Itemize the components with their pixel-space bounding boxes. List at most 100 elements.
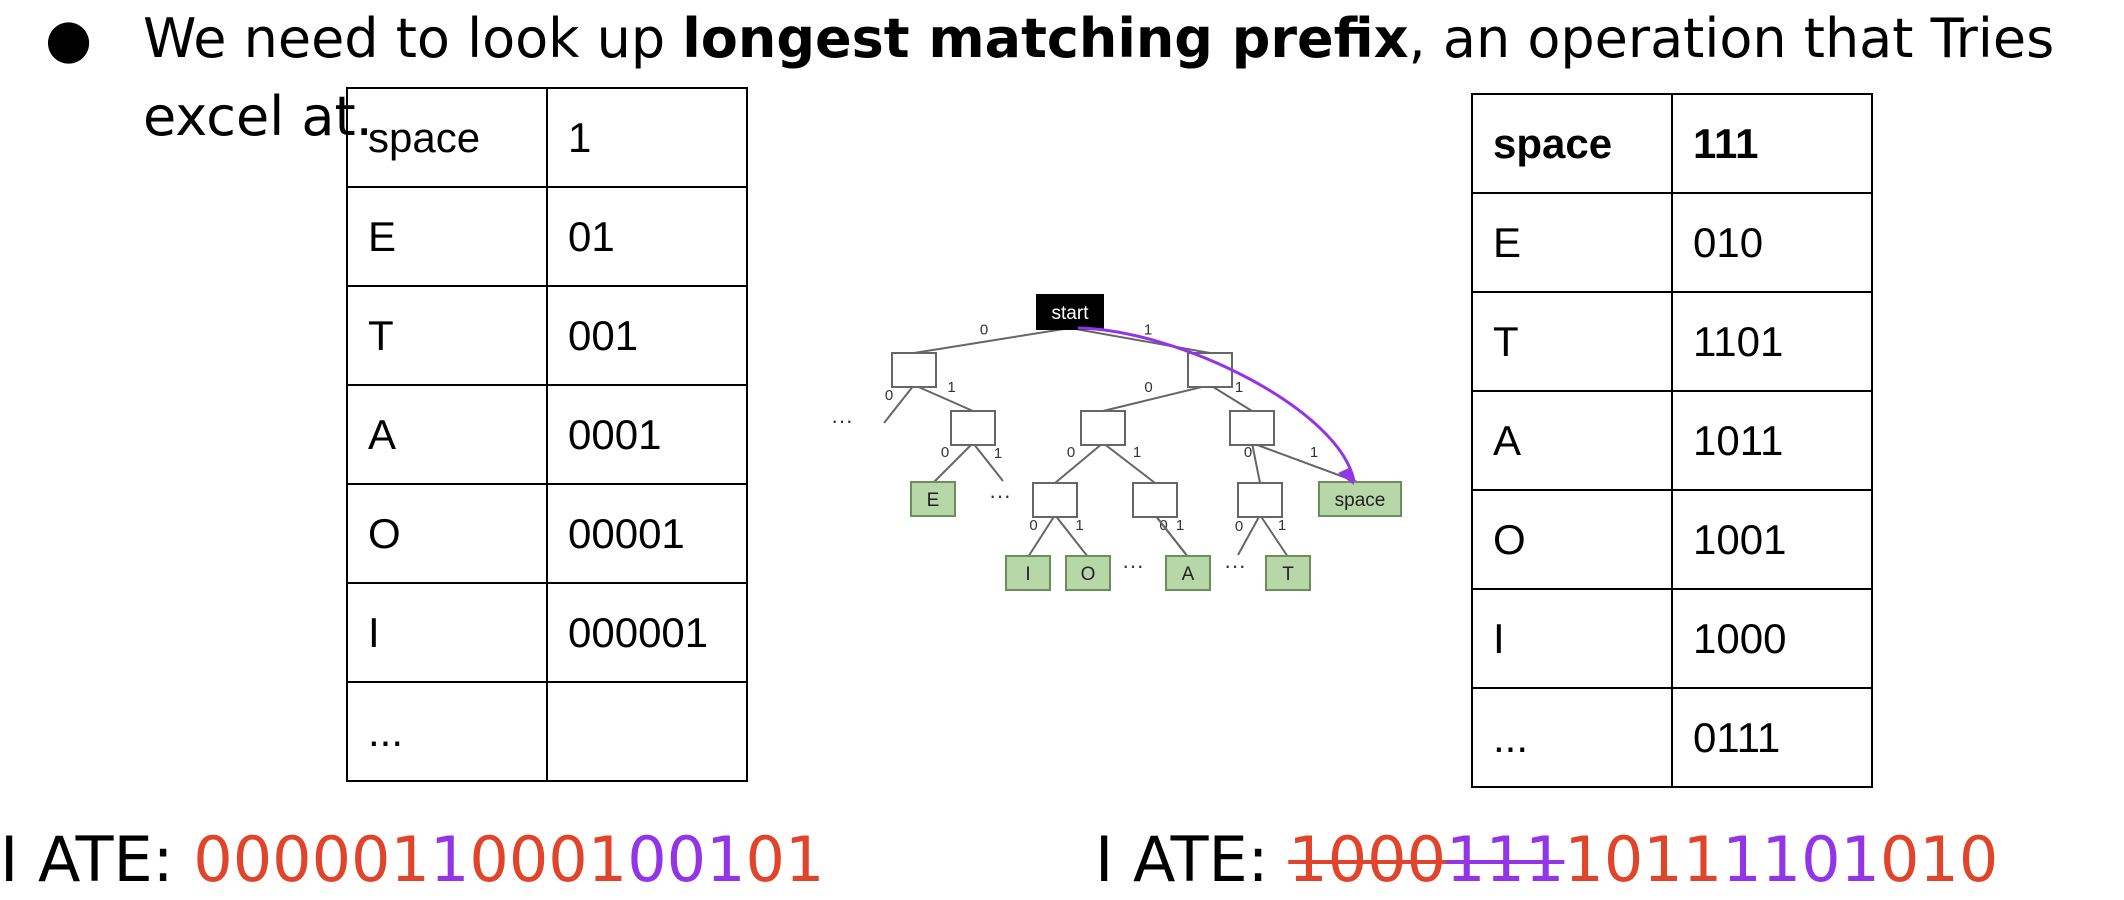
table-right-symbol-cell: I [1471, 588, 1673, 689]
trie-edge [1102, 442, 1156, 484]
encoding-left-bits: 0000011000100101 [193, 823, 824, 896]
trie-leaf-node [1318, 481, 1402, 517]
table-right-symbol-cell: A [1471, 390, 1673, 491]
trie-leaf-label: O [1081, 564, 1096, 585]
trie-edge [932, 442, 974, 484]
trie-highlight-arrowhead [1338, 467, 1354, 485]
trie-root-label: start [1052, 303, 1090, 324]
table-left-row: ... [346, 681, 748, 782]
table-left-code-cell: 001 [546, 285, 748, 386]
trie-edge [1209, 384, 1253, 412]
trie-edge [1259, 514, 1289, 558]
trie-internal-node [950, 410, 996, 446]
encoding-left-segment: 000001 [193, 823, 430, 896]
trie-edge-label: 1 [1278, 517, 1286, 534]
trie-ellipsis: ··· [1122, 553, 1144, 578]
trie-edge [883, 384, 915, 424]
trie-internal-node [1229, 410, 1275, 446]
encoding-right-segment: 111 [1446, 823, 1565, 896]
table-right-symbol-cell: ... [1471, 687, 1673, 788]
table-left-code-cell: 0001 [546, 384, 748, 485]
table-left-symbol-cell: A [346, 384, 548, 485]
table-right-symbol-cell: E [1471, 192, 1673, 293]
trie-leaf-node [1065, 555, 1111, 591]
trie-internal-node [1080, 410, 1126, 446]
table-left-code-cell: 00001 [546, 483, 748, 584]
trie-edge [1054, 442, 1104, 484]
table-right-code-cell: 1001 [1671, 489, 1873, 590]
trie-edge-label: 0 [1067, 444, 1075, 461]
trie-edge-label: 1 [1144, 322, 1152, 339]
table-left-symbol-cell: E [346, 186, 548, 287]
trie-leaf-label: space [1335, 490, 1386, 511]
trie-edge-label: 0 [980, 322, 988, 339]
trie-leaf-node [1165, 555, 1211, 591]
trie-edge [1251, 442, 1261, 484]
trie-edge-label: 1 [1176, 517, 1184, 534]
trie-ellipsis: ··· [989, 483, 1011, 508]
table-right-code-cell: 1000 [1671, 588, 1873, 689]
trie-edge [1154, 514, 1186, 554]
table-right-code-cell: 1011 [1671, 390, 1873, 491]
trie-edge-label: 1 [994, 445, 1002, 462]
trie-diagram: 011010010101010110············startEspac… [831, 294, 1402, 591]
bullet-dot-icon: ● [45, 7, 93, 70]
trie-edge [972, 442, 1004, 482]
bullet-text-prefix: We need to look up [143, 7, 683, 70]
encoding-left-label: I ATE: [0, 823, 194, 896]
table-left-symbol-cell: O [346, 483, 548, 584]
table-left-code-cell: 000001 [546, 582, 748, 683]
bullet-text: We need to look up longest matching pref… [143, 0, 2123, 156]
trie-leaf-label: T [1282, 564, 1294, 585]
trie-leaf-node [1005, 555, 1051, 591]
table-right-symbol-cell: O [1471, 489, 1673, 590]
trie-edge [913, 384, 974, 412]
trie-ellipsis: ··· [1224, 553, 1246, 578]
trie-edge [1027, 514, 1056, 558]
trie-edge [913, 327, 1071, 354]
trie-leaf-label: E [927, 490, 940, 511]
trie-edge-label: 0 [1029, 517, 1037, 534]
trie-internal-node [1187, 352, 1233, 388]
trie-edge-label: 1 [1133, 444, 1141, 461]
table-right-symbol-cell: space [1471, 93, 1673, 194]
trie-edge-label: 1 [1235, 379, 1243, 396]
encoding-right-bits: 100011110111101010 [1288, 823, 1998, 896]
encoding-right-segment: 1011 [1564, 823, 1723, 896]
trie-edge [1102, 384, 1211, 412]
table-right-symbol-cell: T [1471, 291, 1673, 392]
trie-edge-label: 0 [1144, 379, 1152, 396]
trie-edge-label: 0 [885, 387, 893, 404]
table-right-row: ...0111 [1471, 687, 1873, 788]
trie-leaf-node [1265, 555, 1311, 591]
trie-edge-label: 0 [1235, 518, 1243, 535]
encoding-right-segment: 010 [1879, 823, 1999, 896]
trie-highlight-path [1077, 326, 1356, 482]
trie-edge [1237, 514, 1261, 556]
table-left-symbol-cell: ... [346, 681, 548, 782]
table-left-code-cell: 01 [546, 186, 748, 287]
trie-edge-label: 0 [1244, 444, 1252, 461]
bullet-text-suffix: , an operation that Tries excel at. [143, 7, 2055, 148]
table-left-code-cell: 1 [546, 87, 748, 188]
encoding-left-segment: 001 [627, 823, 746, 896]
trie-edge [1069, 327, 1211, 354]
table-right-code-cell: 1101 [1671, 291, 1873, 392]
trie-internal-node [1032, 482, 1078, 518]
trie-internal-node [1132, 482, 1178, 518]
trie-edge-label: 1 [1310, 444, 1318, 461]
trie-edge-label: 1 [947, 379, 955, 396]
table-left-symbol-cell: I [346, 582, 548, 683]
